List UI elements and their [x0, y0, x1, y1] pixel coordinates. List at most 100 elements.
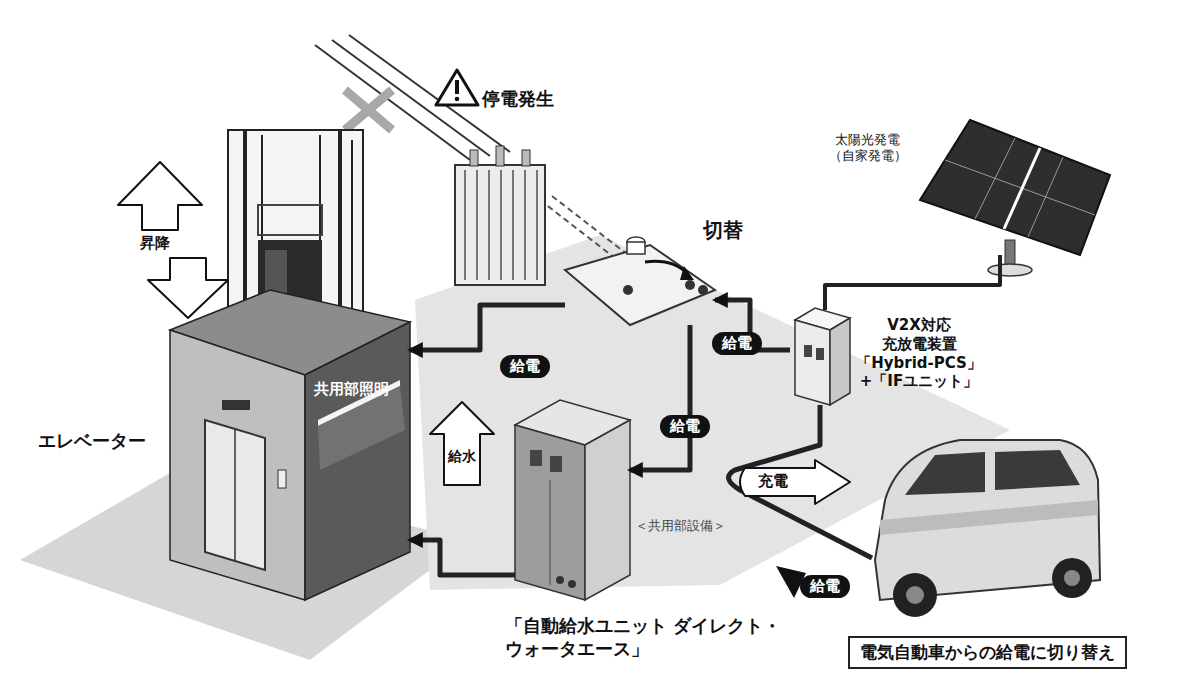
switch-plate-part [627, 242, 645, 254]
edge-label: 給水 [448, 448, 476, 466]
transformer-part [464, 170, 466, 280]
cut-mark-part [345, 90, 392, 130]
electric-car-part [1052, 558, 1092, 598]
water-unit-part [549, 480, 551, 585]
transformer-part [496, 146, 504, 166]
edge-label: 給電 [712, 332, 762, 355]
electric-car [875, 440, 1100, 617]
elevator-building-part [205, 420, 265, 570]
electric-car-part [995, 450, 1080, 490]
component: エレベーター [170, 285, 410, 600]
node-text: V2X対応 充放電装置 「Hybrid-PCS」 +「IFユニット」 [852, 316, 986, 391]
note-label: 充電 [758, 472, 788, 491]
transformer [455, 146, 545, 285]
note-label: 昇降 [140, 234, 170, 253]
wire-connector [630, 325, 690, 470]
ground [20, 235, 1010, 660]
supply-label: 給電 [800, 575, 850, 598]
water-unit-part [515, 425, 585, 600]
electric-car-part [880, 500, 1098, 535]
solar-panel-part [945, 160, 1095, 215]
elevator-building-part [305, 322, 410, 600]
switch-plate-part [565, 245, 715, 325]
lift-arrow-part [118, 162, 202, 230]
edge-label: 給電 [660, 415, 710, 438]
water-pipe-part [430, 402, 494, 485]
transformer-part [470, 150, 478, 166]
elevator-shaft-part [338, 130, 342, 330]
solar-panel-part [988, 264, 1032, 276]
switch-plate [565, 237, 715, 325]
node-text: エレベーター [38, 430, 146, 453]
transformer-part [522, 150, 530, 166]
charge-cable-part [729, 405, 872, 558]
elevator-building-part [278, 470, 286, 488]
note-label: 停電発生 [482, 88, 554, 111]
water-unit-part [530, 450, 542, 466]
transformer-part [476, 170, 478, 280]
charge-arrow-part [740, 460, 850, 504]
elevator-shaft-part [351, 140, 353, 330]
transformer-part [488, 170, 490, 280]
warning-icon [436, 70, 478, 105]
electric-car-part [905, 452, 985, 495]
node-text: ＜共用部設備＞ [635, 518, 726, 534]
cut-mark [345, 90, 392, 130]
pcs-unit-part [804, 345, 812, 357]
warning-icon-part [455, 80, 459, 94]
switch-plate-part [645, 261, 688, 274]
transformer-part [524, 170, 526, 280]
elevator-building-part [170, 330, 305, 600]
pcs-unit [795, 308, 850, 405]
node-text: 「自動給水ユニット ダイレクト・ウォータエース」 [505, 615, 805, 660]
pcs-unit-part [795, 320, 830, 405]
transformer-part [536, 170, 538, 280]
component: 切替 [565, 250, 715, 325]
water-unit-part [568, 580, 576, 588]
elevator-building-part [318, 386, 405, 470]
pcs-unit-part [816, 348, 824, 360]
warning-icon-part [455, 97, 460, 102]
lift-arrow-part [148, 258, 228, 318]
electric-car-part [1064, 570, 1080, 586]
node-text: 切替 [703, 218, 743, 243]
wire-connector [410, 305, 565, 350]
switch-plate-part [680, 266, 694, 280]
wire-connector [825, 255, 1000, 310]
caption-box: 電気自動車からの給電に切り替え [848, 636, 1127, 669]
solar-panel-part [920, 120, 1110, 255]
water-unit [515, 400, 630, 600]
node-text: 太陽光発電 （自家発電） [820, 132, 915, 165]
elevator-shaft-part [258, 205, 322, 235]
water-unit-part [556, 576, 564, 584]
solar-panel-part [1004, 148, 1040, 229]
elevator-building-part [234, 429, 236, 561]
lift-arrow [118, 162, 228, 318]
transformer-part [500, 170, 502, 280]
electric-car-part [906, 586, 924, 604]
elevator-building-part [222, 400, 250, 410]
switch-plate-part [623, 285, 633, 295]
transformer-part [455, 165, 545, 285]
component: ＜共用部設備＞「自動給水ユニット ダイレクト・ウォータエース」 [515, 400, 630, 600]
pcs-unit-part [830, 318, 850, 405]
cut-mark-part [345, 90, 392, 130]
water-unit-part [585, 420, 630, 600]
electric-car-part [893, 573, 937, 617]
solar-panel [920, 120, 1110, 276]
charge-cable [729, 405, 872, 558]
warning-icon-part [436, 70, 478, 105]
charge-arrow [740, 460, 850, 504]
switch-plate-part [698, 285, 708, 295]
edge-label: 給電 [500, 355, 550, 378]
power-line-part [540, 200, 620, 262]
note-label: 共用部照明 [314, 380, 389, 399]
component: V2X対応 充放電装置 「Hybrid-PCS」 +「IFユニット」 [790, 310, 850, 405]
elevator-building [170, 290, 410, 600]
water-pipe [430, 402, 494, 485]
water-unit-part [550, 456, 562, 472]
component: 太陽光発電 （自家発電） [920, 120, 1110, 255]
